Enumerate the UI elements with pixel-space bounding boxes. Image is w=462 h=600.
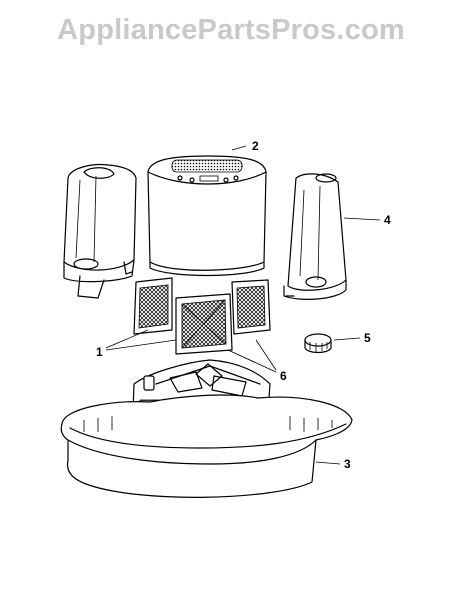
callout-4: 4 [384,213,391,227]
callout-3: 3 [344,457,351,471]
leader-lines [105,145,381,465]
left-wick-filter [133,277,173,335]
tank-cap [304,333,332,354]
center-wick-filter [175,293,233,355]
callout-1: 1 [96,345,103,359]
watermark: AppliancePartsPros.com [57,14,405,46]
left-water-tank [63,163,137,299]
top-cover [147,155,267,277]
callout-6: 6 [280,369,287,383]
callout-5: 5 [364,331,371,345]
right-wick-filter [231,279,271,335]
water-tray [60,394,353,498]
right-water-tank [283,173,347,300]
callout-2: 2 [252,139,259,153]
